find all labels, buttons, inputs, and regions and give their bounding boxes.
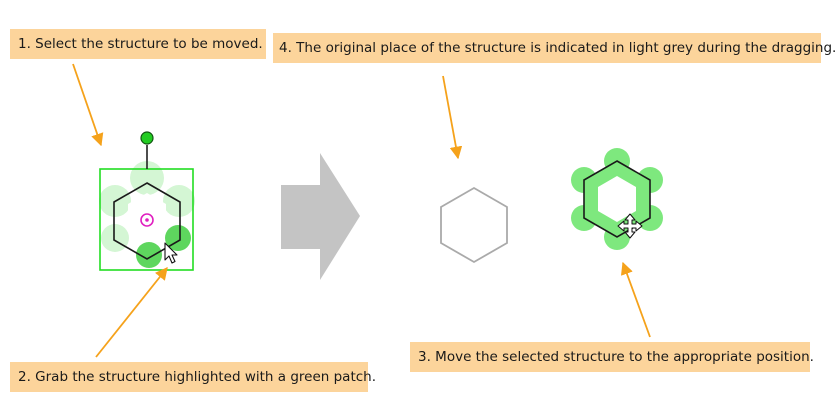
transition-arrow [281, 153, 360, 280]
selection-halo [99, 161, 195, 252]
pointer-arrow-2 [95, 267, 168, 358]
hexagon-ring [113, 182, 181, 260]
callout-step-4: 4. The original place of the structure i… [273, 33, 836, 63]
ghost-structure [440, 186, 508, 264]
pointer-arrow-1 [72, 63, 104, 147]
callout-step-3: 3. Move the selected structure to the ap… [410, 342, 814, 372]
ring-interior [598, 176, 636, 222]
pointer-arrow-3 [620, 261, 651, 338]
grab-patch[interactable] [136, 242, 162, 268]
center-marker-icon [140, 213, 154, 227]
callout-step-2: 2. Grab the structure highlighted with a… [10, 362, 376, 392]
callout-step-1: 1. Select the structure to be moved. [10, 29, 266, 59]
ring-interior [128, 193, 166, 239]
center-marker-dot [145, 218, 149, 222]
rotation-handle-icon[interactable] [140, 131, 154, 145]
hexagon-ring [583, 160, 651, 238]
moved-structure[interactable] [571, 148, 663, 250]
move-cursor-icon [617, 213, 643, 239]
pointer-arrow-4 [442, 75, 463, 160]
selected-structure[interactable] [99, 131, 195, 271]
pointer-cursor-icon [164, 242, 178, 264]
